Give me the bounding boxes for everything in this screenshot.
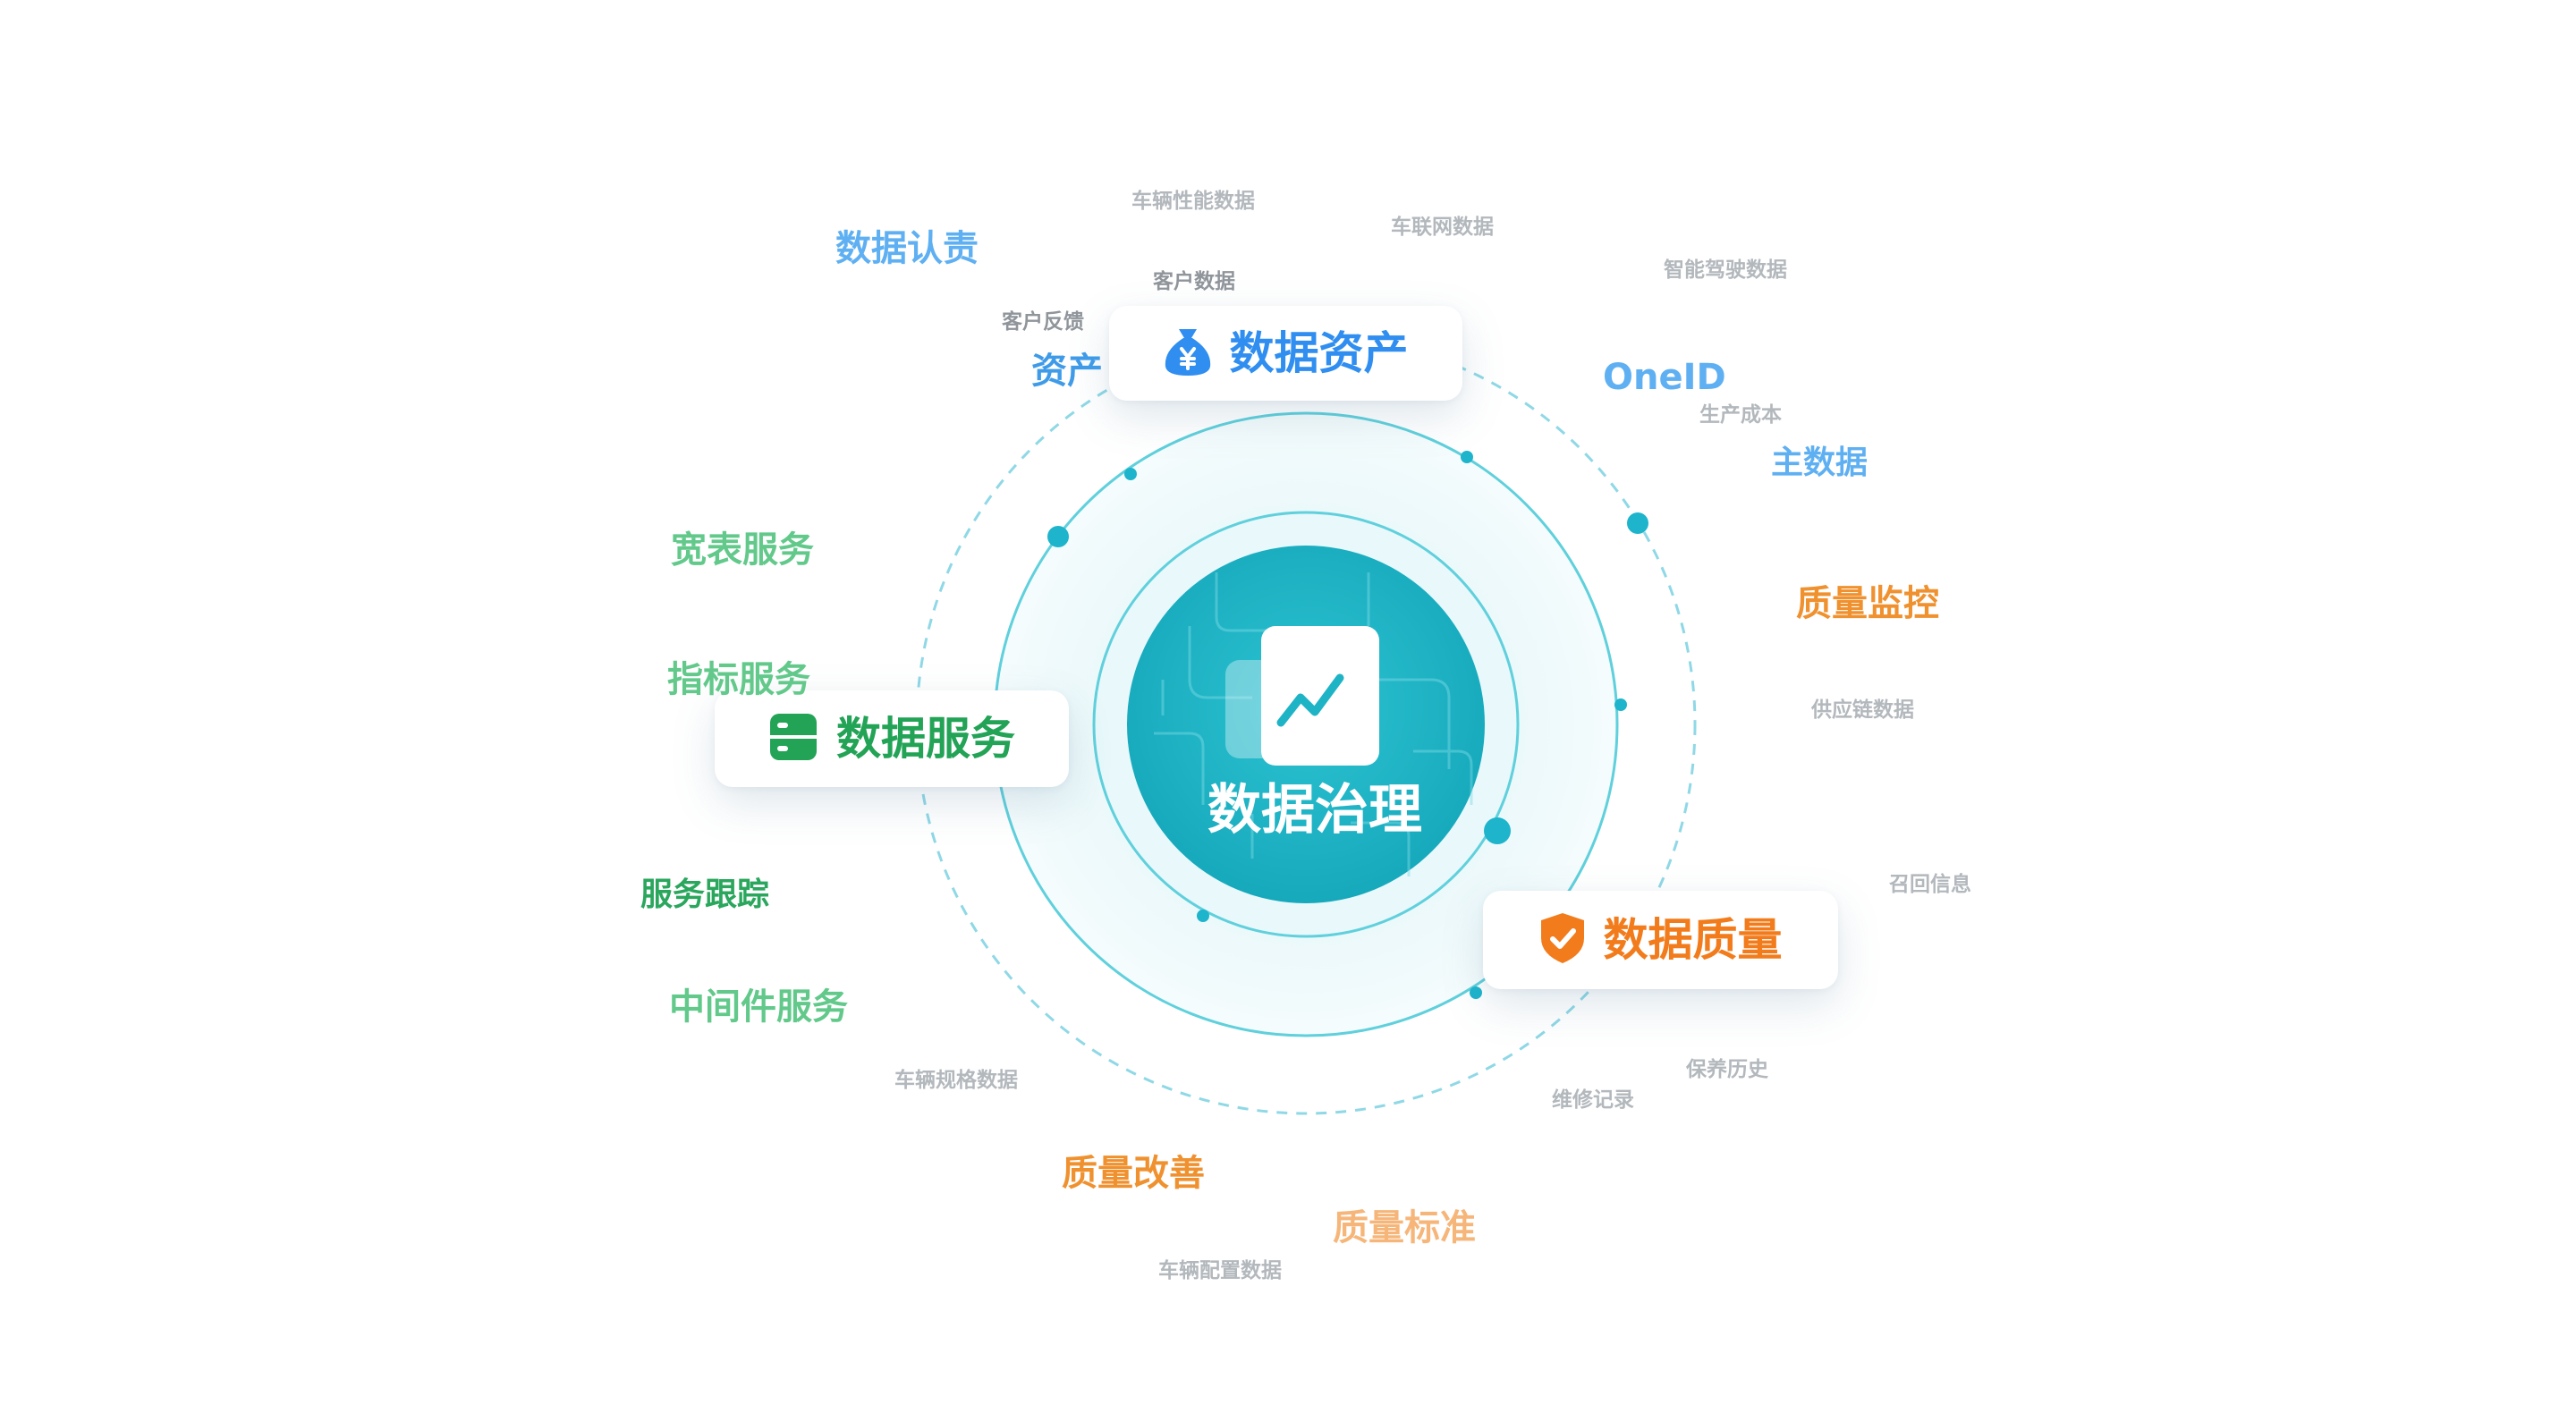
circuit-pattern: [1154, 572, 1473, 876]
data-assets-label: 数据资产: [1229, 327, 1409, 379]
keyword-middleware-service: 中间件服务: [669, 986, 848, 1028]
server-icon: [768, 712, 818, 766]
keyword-service-tracking: 服务跟踪: [640, 876, 770, 913]
data-service-label: 数据服务: [836, 713, 1015, 765]
data-assets-card[interactable]: 数据资产: [1109, 306, 1462, 401]
keyword-quality-improvement: 质量改善: [1062, 1153, 1205, 1194]
chart-document-icon: [1225, 626, 1386, 769]
center-label: 数据治理: [1208, 779, 1422, 842]
source-customer-feedback: 客户反馈: [1002, 310, 1084, 334]
source-vehicle-config: 车辆配置数据: [1158, 1259, 1282, 1282]
source-supply-chain: 供应链数据: [1811, 698, 1914, 722]
keyword-assets: 资产: [1031, 351, 1103, 392]
data-service-card[interactable]: 数据服务: [715, 690, 1069, 787]
orbit-dots: [1047, 451, 1648, 999]
source-autonomous-driving: 智能驾驶数据: [1664, 258, 1787, 282]
source-customer-data: 客户数据: [1153, 270, 1235, 293]
keyword-data-accountability: 数据认责: [835, 228, 979, 269]
source-repair-records: 维修记录: [1552, 1088, 1634, 1112]
source-vehicle-performance: 车辆性能数据: [1131, 190, 1255, 213]
money-bag-icon: [1164, 326, 1212, 381]
keyword-quality-standard: 质量标准: [1333, 1207, 1476, 1248]
data-quality-label: 数据质量: [1603, 914, 1783, 966]
shield-check-icon: [1539, 911, 1586, 969]
keyword-wide-table-service: 宽表服务: [671, 529, 814, 571]
keyword-oneid: OneID: [1603, 357, 1726, 398]
source-recall-info: 召回信息: [1889, 873, 1971, 896]
source-connected-vehicle: 车联网数据: [1391, 216, 1494, 239]
keyword-quality-monitoring: 质量监控: [1796, 583, 1939, 624]
source-maintenance-history: 保养历史: [1686, 1058, 1768, 1081]
source-production-cost: 生产成本: [1699, 403, 1782, 427]
data-quality-card[interactable]: 数据质量: [1483, 891, 1838, 989]
keyword-metric-service: 指标服务: [667, 659, 810, 700]
keyword-master-data: 主数据: [1771, 444, 1868, 481]
source-vehicle-specs: 车辆规格数据: [894, 1069, 1018, 1092]
